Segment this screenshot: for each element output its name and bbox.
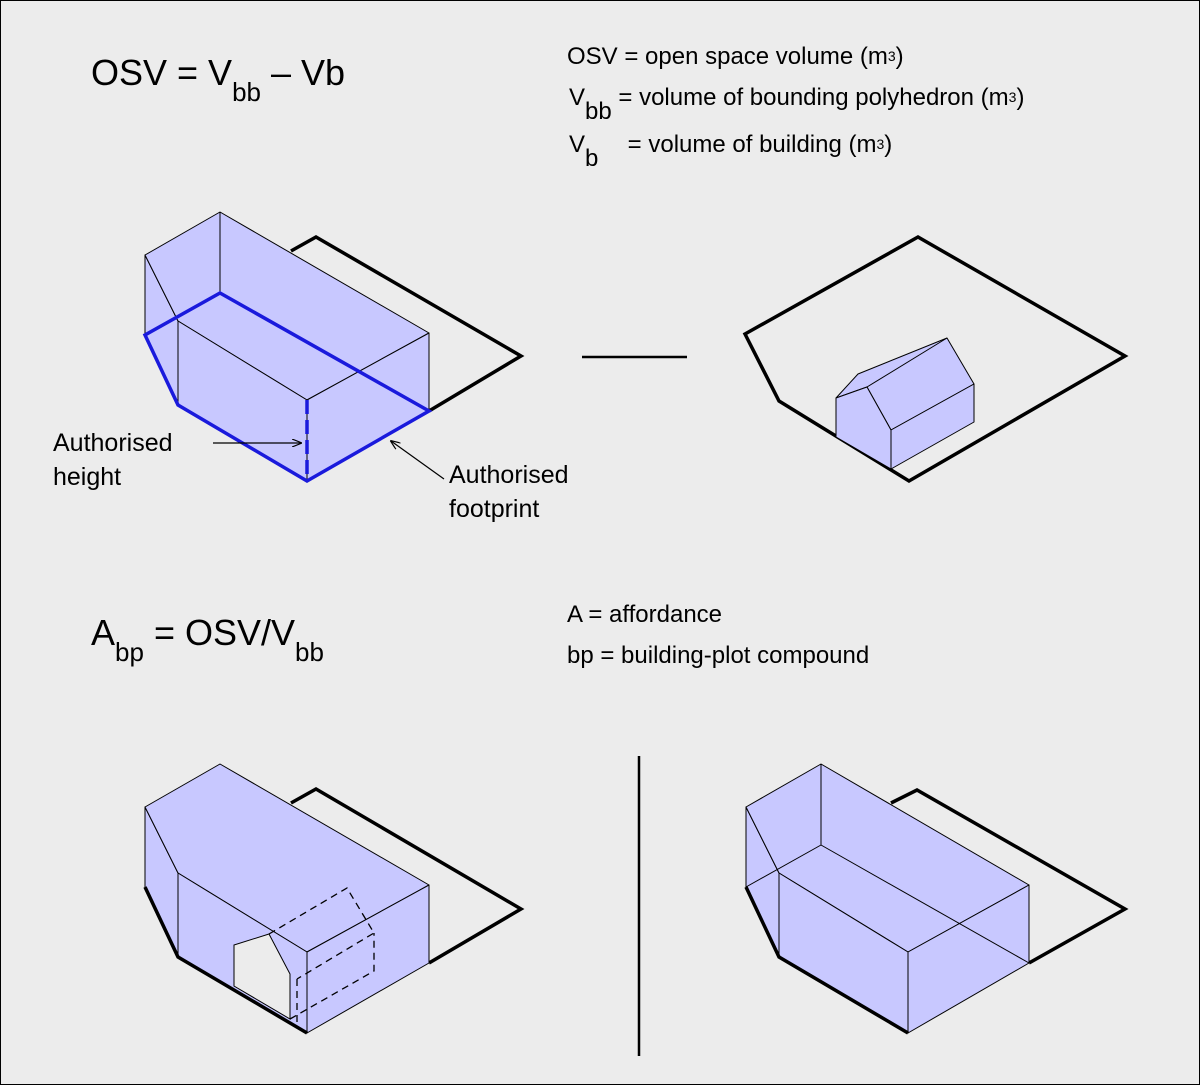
legend-superscript: 3 — [1008, 89, 1017, 105]
authorised-height-line1: Authorised — [53, 429, 173, 457]
polyhedron-base-edge — [143, 886, 308, 1035]
authorised-height-label: Authorised height — [53, 426, 173, 494]
polyhedron-side-wall — [306, 884, 430, 1034]
legend-subscript: bb — [585, 98, 612, 125]
osv-formula-right: – Vb — [261, 52, 346, 93]
building-ridge — [866, 337, 948, 388]
authorised-footprint-line2: footprint — [449, 495, 540, 523]
polyhedron-inner-edge — [745, 844, 822, 888]
legend-description: = volume of building (m — [621, 131, 877, 158]
bounding-polyhedron — [144, 211, 430, 482]
affordance-formula-symbol: A — [91, 612, 116, 653]
legend-osv: OSV = open space volume (m3) — [567, 43, 904, 73]
legend-vb: Vb = volume of building (m3) — [569, 131, 893, 172]
plot-outline — [290, 234, 525, 413]
plot-outline-2 — [742, 234, 1129, 484]
polyhedron-with-building-panel — [143, 763, 525, 1035]
osv-formula: OSV = Vbb – Vb — [91, 52, 346, 108]
polyhedron-inner-edge — [820, 844, 1030, 964]
authorised-footprint-arrow — [391, 441, 445, 480]
legend-symbol: V — [569, 84, 586, 111]
polyhedron-base-edge — [744, 886, 909, 1035]
plot-outline-3 — [290, 786, 525, 965]
legend-vbb: Vbb = volume of bounding polyhedron (m3) — [569, 84, 1025, 125]
affordance-formula-subscript-bp: bp — [115, 637, 144, 667]
legend-symbol: OSV — [567, 43, 618, 70]
legend-paren: ) — [1016, 84, 1025, 111]
plot-outline-4 — [890, 788, 1129, 965]
bounding-polyhedron-4 — [745, 763, 1030, 1034]
legend-paren: ) — [884, 131, 893, 158]
legend-description: = volume of bounding polyhedron (m — [611, 84, 1009, 111]
affordance-formula-subscript-bb: bb — [295, 637, 324, 667]
legend-description: = open space volume (m — [617, 43, 888, 70]
authorised-footprint-line1: Authorised — [449, 461, 569, 489]
affordance-formula: Abp = OSV/Vbb — [91, 612, 324, 668]
legend-superscript: 3 — [876, 136, 885, 152]
authorised-height-line2: height — [53, 463, 122, 491]
legend-subscript: b — [585, 145, 599, 172]
legend-symbol: V — [569, 131, 586, 158]
authorised-footprint-label: Authorised footprint — [449, 458, 569, 526]
building-cutout — [233, 933, 291, 1020]
legend-superscript: 3 — [887, 48, 896, 64]
bounding-polyhedron-panel-2 — [744, 763, 1129, 1035]
legend-building-plot: bp = building-plot compound — [567, 642, 870, 669]
building-side-wall — [890, 383, 975, 470]
legend-affordance: A = affordance — [567, 601, 723, 628]
inner-building-void — [233, 887, 375, 1023]
affordance-formula-middle: = OSV/V — [143, 612, 296, 653]
hidden-building-outline-lower — [289, 933, 375, 1020]
small-building — [835, 337, 975, 470]
legend-paren: ) — [895, 43, 904, 70]
osv-formula-subscript: bb — [232, 77, 261, 107]
osv-formula-left: OSV = V — [91, 52, 233, 93]
bounding-polyhedron-panel — [142, 211, 525, 484]
building-on-plot-panel — [742, 234, 1129, 484]
